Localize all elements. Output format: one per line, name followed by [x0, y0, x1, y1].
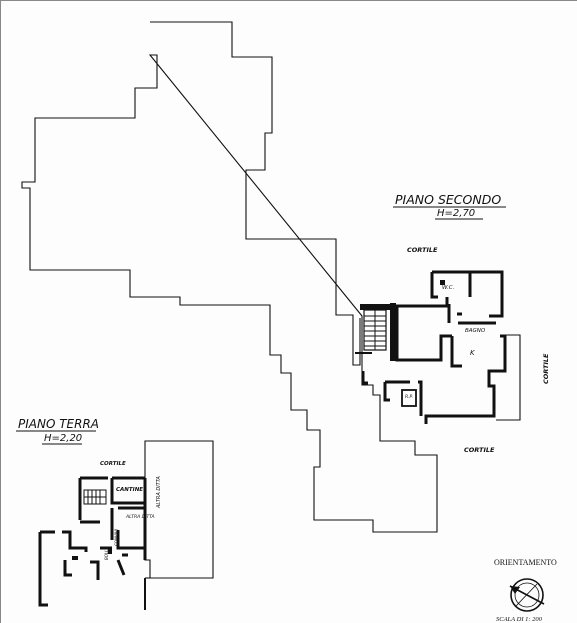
- scale-label: SCALA DI 1: 200: [496, 616, 543, 623]
- ground-floor-outline: [144, 440, 214, 579]
- cellars-label: CANTINE: [116, 487, 143, 493]
- other-company-label: ALTRA DITTA: [125, 514, 155, 520]
- courtyard-top-label: CORTILE: [407, 246, 438, 254]
- bathroom-label: BAGNO: [465, 328, 486, 334]
- rp-label: R.P.: [405, 394, 413, 400]
- kitchen-label: K: [470, 349, 476, 357]
- ground-floor-height: H=2,20: [44, 433, 82, 444]
- ground-floor-plan: [38, 476, 150, 610]
- building-outline: [21, 21, 438, 533]
- small-label-2: CONVIVI: [114, 528, 119, 546]
- courtyard-bottom-label: CORTILE: [464, 446, 495, 454]
- staircase-ground: [83, 489, 107, 505]
- wc-label: W.C.: [442, 285, 455, 291]
- other-company-side-label: ALTRA DITTA: [156, 476, 162, 509]
- second-floor-apartment: [355, 270, 521, 424]
- compass-title: ORIENTAMENTO: [494, 558, 557, 567]
- compass-rose: [509, 578, 545, 612]
- staircase-second: [355, 304, 394, 354]
- ground-courtyard-label: CORTILE: [100, 461, 126, 467]
- small-label-1: BOLLI: [104, 548, 109, 560]
- ground-floor-title: PIANO TERRA: [18, 417, 99, 431]
- second-floor-title: PIANO SECONDO: [395, 192, 501, 207]
- second-floor-height: H=2,70: [437, 208, 475, 219]
- courtyard-right-label: CORTILE: [542, 353, 550, 384]
